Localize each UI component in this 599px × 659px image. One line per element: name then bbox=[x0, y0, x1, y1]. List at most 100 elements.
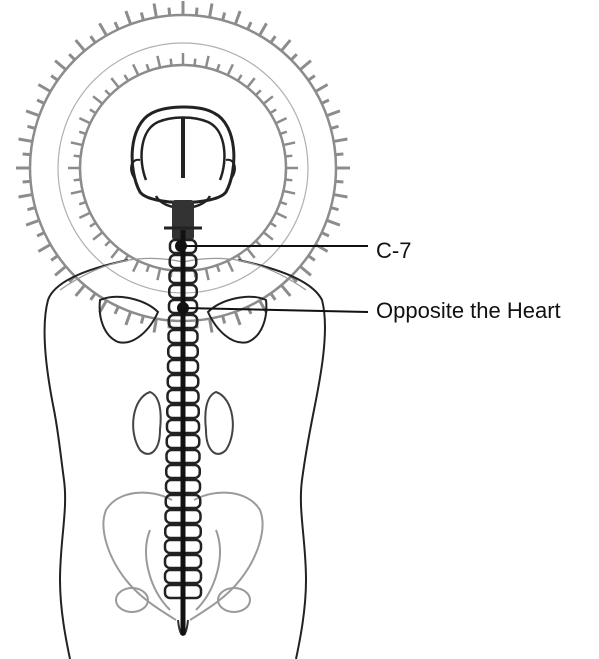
aura-inner-ray bbox=[276, 118, 287, 123]
heart-label: Opposite the Heart bbox=[376, 300, 561, 322]
aura-inner-ray bbox=[285, 180, 292, 181]
kidney-left bbox=[133, 392, 161, 454]
aura-inner-ray bbox=[79, 202, 86, 204]
aura-outer-ray bbox=[23, 154, 31, 155]
aura-inner-ray bbox=[74, 180, 81, 181]
aura-inner-ray bbox=[111, 249, 118, 258]
aura-outer-ray bbox=[91, 293, 96, 300]
aura-outer-ray bbox=[76, 285, 85, 296]
aura-outer-ray bbox=[308, 76, 315, 81]
aura-outer-ray bbox=[141, 316, 143, 324]
aura-inner-ray bbox=[74, 156, 81, 157]
aura-inner-ray bbox=[90, 109, 96, 113]
aura-outer-ray bbox=[126, 312, 131, 325]
aura-outer-ray bbox=[335, 154, 343, 155]
aura-inner-ray bbox=[133, 261, 138, 272]
aura-inner-ray bbox=[217, 64, 219, 71]
aura-outer-ray bbox=[291, 54, 297, 60]
aura-outer-ray bbox=[327, 220, 340, 225]
aura-outer-ray bbox=[69, 54, 75, 60]
aura-inner-ray bbox=[147, 64, 149, 71]
aura-inner-ray bbox=[71, 142, 83, 145]
aura-outer-ray bbox=[169, 8, 170, 16]
aura-inner-ray bbox=[270, 223, 276, 227]
aura-outer-ray bbox=[126, 11, 131, 24]
aura-inner-ray bbox=[264, 232, 273, 239]
aura-outer-ray bbox=[37, 100, 44, 103]
aura-outer-ray bbox=[334, 139, 348, 141]
aura-outer-ray bbox=[271, 293, 276, 300]
aura-outer-ray bbox=[300, 266, 311, 275]
aura-outer-ray bbox=[281, 40, 290, 51]
spine bbox=[165, 230, 201, 635]
aura-outer-ray bbox=[51, 76, 58, 81]
aura-outer-ray bbox=[154, 4, 156, 18]
aura-inner-ray bbox=[280, 132, 287, 134]
aura-outer-ray bbox=[55, 61, 66, 70]
aura-inner-ray bbox=[71, 191, 83, 194]
aura-inner-ray bbox=[105, 90, 110, 95]
aura-outer-ray bbox=[210, 4, 212, 18]
kidney-right bbox=[205, 392, 233, 454]
aura-inner-ray bbox=[206, 268, 209, 280]
aura-outer-ray bbox=[316, 85, 328, 92]
aura-outer-ray bbox=[91, 36, 96, 43]
aura-outer-ray bbox=[322, 100, 329, 103]
aura-outer-ray bbox=[115, 22, 118, 29]
aura-outer-ray bbox=[223, 12, 225, 20]
aura-outer-ray bbox=[23, 181, 31, 182]
aura-outer-ray bbox=[38, 245, 50, 252]
aura-inner-ray bbox=[283, 142, 295, 145]
aura-outer-ray bbox=[26, 220, 39, 225]
aura-inner-ray bbox=[217, 265, 219, 272]
aura-outer-ray bbox=[19, 139, 33, 141]
aura-outer-ray bbox=[19, 195, 33, 197]
aura-inner-ray bbox=[206, 56, 209, 68]
aura-inner-ray bbox=[276, 213, 287, 218]
aura-inner-ray bbox=[228, 261, 233, 272]
aura-outer-ray bbox=[308, 256, 315, 261]
aura-outer-ray bbox=[76, 40, 85, 51]
aura-inner-ray bbox=[105, 241, 110, 246]
aura-inner-ray bbox=[247, 249, 254, 258]
aura-outer-ray bbox=[27, 208, 35, 210]
aura-outer-ray bbox=[248, 22, 251, 29]
aura-inner-ray bbox=[133, 64, 138, 75]
aura-outer-ray bbox=[335, 181, 343, 182]
aura-inner-ray bbox=[283, 191, 295, 194]
aura-outer-ray bbox=[300, 61, 311, 70]
aura-inner-ray bbox=[124, 75, 128, 81]
aura-inner-ray bbox=[157, 56, 160, 68]
aura-inner-ray bbox=[280, 202, 287, 204]
aura-inner-ray bbox=[90, 223, 96, 227]
aura-outer-ray bbox=[322, 233, 329, 236]
aura-outer-ray bbox=[100, 23, 107, 35]
aura-outer-ray bbox=[27, 126, 35, 128]
aura-outer-ray bbox=[331, 208, 339, 210]
aura-outer-ray bbox=[334, 195, 348, 197]
aura-inner-ray bbox=[79, 213, 90, 218]
aura-outer-ray bbox=[331, 126, 339, 128]
aura-outer-ray bbox=[260, 23, 267, 35]
aura-inner-ray bbox=[157, 268, 160, 280]
aura-inner-ray bbox=[238, 75, 242, 81]
head bbox=[131, 107, 235, 208]
aura-outer-ray bbox=[327, 111, 340, 116]
aura-inner-ray bbox=[195, 59, 196, 66]
aura-inner-ray bbox=[247, 78, 254, 87]
aura-inner-ray bbox=[147, 265, 149, 272]
hip-socket-right bbox=[218, 588, 250, 612]
aura-outer-ray bbox=[51, 256, 58, 261]
aura-outer-ray bbox=[271, 36, 276, 43]
aura-outer-ray bbox=[55, 266, 66, 275]
aura-outer-ray bbox=[38, 85, 50, 92]
aura-inner-ray bbox=[285, 156, 292, 157]
aura-outer-ray bbox=[196, 8, 197, 16]
aura-outer-ray bbox=[141, 12, 143, 20]
aura-outer-ray bbox=[235, 11, 240, 24]
aura-inner-ray bbox=[171, 59, 172, 66]
aura-inner-ray bbox=[93, 96, 102, 103]
c7-label: C-7 bbox=[376, 240, 411, 262]
aura-inner-ray bbox=[111, 78, 118, 87]
